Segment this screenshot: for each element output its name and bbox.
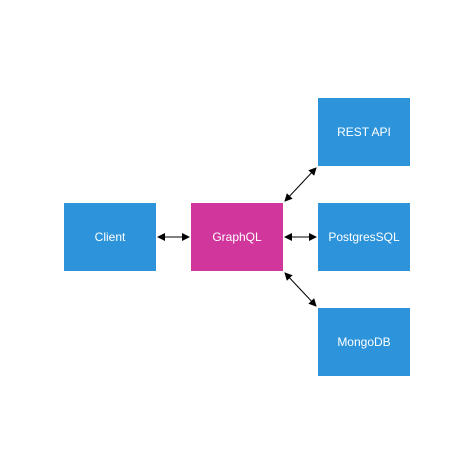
node-graphql-label: GraphQL xyxy=(212,230,262,244)
node-postgressql: PostgresSQL xyxy=(318,203,410,271)
node-graphql: GraphQL xyxy=(191,203,283,271)
edge-graphql-mongo xyxy=(284,272,317,307)
node-client: Client xyxy=(64,203,156,271)
node-postgressql-label: PostgresSQL xyxy=(328,230,400,244)
node-mongodb: MongoDB xyxy=(318,308,410,376)
node-rest-api: REST API xyxy=(318,98,410,166)
node-mongodb-label: MongoDB xyxy=(337,335,391,349)
edge-graphql-rest xyxy=(284,167,317,202)
node-rest-api-label: REST API xyxy=(337,125,391,139)
node-client-label: Client xyxy=(94,230,126,244)
